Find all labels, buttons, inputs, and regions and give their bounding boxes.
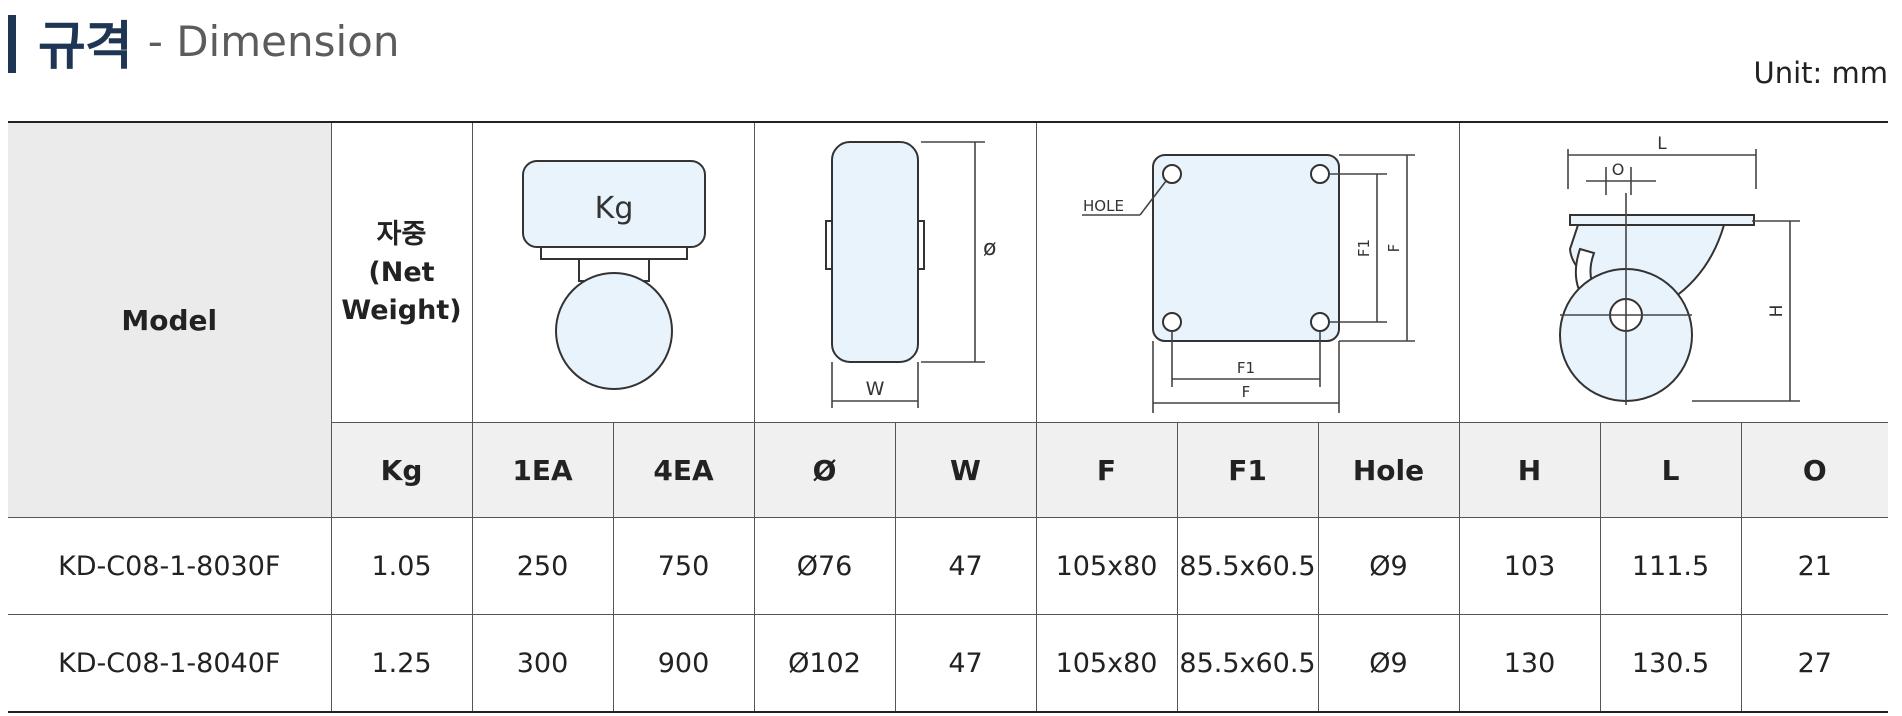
cell-f1: 85.5x60.5 <box>1176 517 1319 615</box>
mounting-plate <box>1151 154 1340 342</box>
side-top-plate <box>1568 214 1755 226</box>
top-plate-icon: HOLE F1 F F1 F <box>1081 154 1415 413</box>
cell-l: 111.5 <box>1599 517 1742 615</box>
cell-l: 130.5 <box>1599 614 1742 713</box>
col-diameter: Ø <box>753 422 896 518</box>
cell-4ea: 750 <box>612 517 755 615</box>
mounting-plate-figure: HOLE F1 F F1 F <box>1035 121 1460 423</box>
col-h: H <box>1458 422 1601 518</box>
cell-hole: Ø9 <box>1317 614 1460 713</box>
wheel-tread <box>830 141 919 363</box>
cell-model: KD-C08-1-8030F <box>8 517 332 615</box>
net-weight-label-en-1: (Net <box>368 256 435 288</box>
plate-f-vertical-label: F <box>1385 244 1403 253</box>
col-1ea: 1EA <box>471 422 614 518</box>
cell-kg: 1.25 <box>330 614 473 713</box>
cell-1ea: 300 <box>471 614 614 713</box>
col-f: F <box>1035 422 1178 518</box>
col-width: W <box>894 422 1037 518</box>
cell-width: 47 <box>894 517 1037 615</box>
col-f1: F1 <box>1176 422 1319 518</box>
col-hole: Hole <box>1317 422 1460 518</box>
load-capacity-figure: Kg <box>471 121 755 423</box>
bolt-hole-1 <box>1161 164 1182 184</box>
page-title: 규격 - Dimension <box>38 6 400 77</box>
dimension-table: Model 자중 (Net Weight) Kg ø <box>8 121 1889 713</box>
plate-f-horizontal-label: F <box>1241 383 1250 401</box>
page-title-korean: 규격 <box>38 16 133 77</box>
col-4ea: 4EA <box>612 422 755 518</box>
cell-hole: Ø9 <box>1317 517 1460 615</box>
cell-h: 103 <box>1458 517 1601 615</box>
plate-hole-label: HOLE <box>1083 197 1124 215</box>
bolt-hole-2 <box>1309 164 1330 184</box>
load-caster-icon: Kg <box>521 160 706 390</box>
cell-o: 27 <box>1740 614 1889 713</box>
column-header-row: Kg 1EA 4EA Ø W F F1 Hole H L O <box>8 422 1889 518</box>
wheel-width-label: W <box>865 378 884 400</box>
cell-diameter: Ø102 <box>753 614 896 713</box>
cell-f1: 85.5x60.5 <box>1176 614 1319 713</box>
col-l: L <box>1599 422 1742 518</box>
load-top-plate <box>539 246 688 260</box>
net-weight-header: 자중 (Net Weight) <box>330 121 473 423</box>
cell-o: 21 <box>1740 517 1889 615</box>
plate-f1-horizontal-label: F1 <box>1236 359 1254 377</box>
plate-f1-vertical-label: F1 <box>1355 239 1373 257</box>
cell-model: KD-C08-1-8040F <box>8 614 332 713</box>
title-accent-bar <box>8 15 16 73</box>
caster-side-icon: L O H <box>1558 134 1800 405</box>
cell-1ea: 250 <box>471 517 614 615</box>
side-o-label: O <box>1611 160 1624 179</box>
wheel-dia-label: ø <box>983 236 996 261</box>
page-title-english: - Dimension <box>147 16 400 66</box>
table-row: KD-C08-1-8030F 1.05 250 750 Ø76 47 105x8… <box>8 517 1889 615</box>
cell-width: 47 <box>894 614 1037 713</box>
table-row: KD-C08-1-8040F 1.25 300 900 Ø102 47 105x… <box>8 614 1889 713</box>
net-weight-label-en-2: Weight) <box>341 294 462 326</box>
model-header: Model <box>8 121 332 518</box>
unit-label: Unit: mm <box>1753 56 1888 90</box>
side-h-label: H <box>1767 305 1787 318</box>
cell-4ea: 900 <box>612 614 755 713</box>
hole-leader-d <box>1138 180 1167 216</box>
side-view-figure: L O H <box>1458 121 1889 423</box>
bolt-hole-3 <box>1161 312 1182 332</box>
cell-f: 105x80 <box>1035 614 1178 713</box>
load-kg-label: Kg <box>594 191 633 226</box>
side-l-label: L <box>1657 134 1667 154</box>
cell-kg: 1.05 <box>330 517 473 615</box>
cell-diameter: Ø76 <box>753 517 896 615</box>
bolt-hole-4 <box>1309 312 1330 332</box>
load-wheel <box>554 272 673 390</box>
wheel-front-icon: ø W <box>824 141 996 408</box>
cell-f: 105x80 <box>1035 517 1178 615</box>
col-kg: Kg <box>331 422 473 518</box>
net-weight-label-ko: 자중 <box>376 218 427 250</box>
cell-h: 130 <box>1458 614 1601 713</box>
wheel-figure: ø W <box>753 121 1037 423</box>
col-o: O <box>1740 422 1889 518</box>
